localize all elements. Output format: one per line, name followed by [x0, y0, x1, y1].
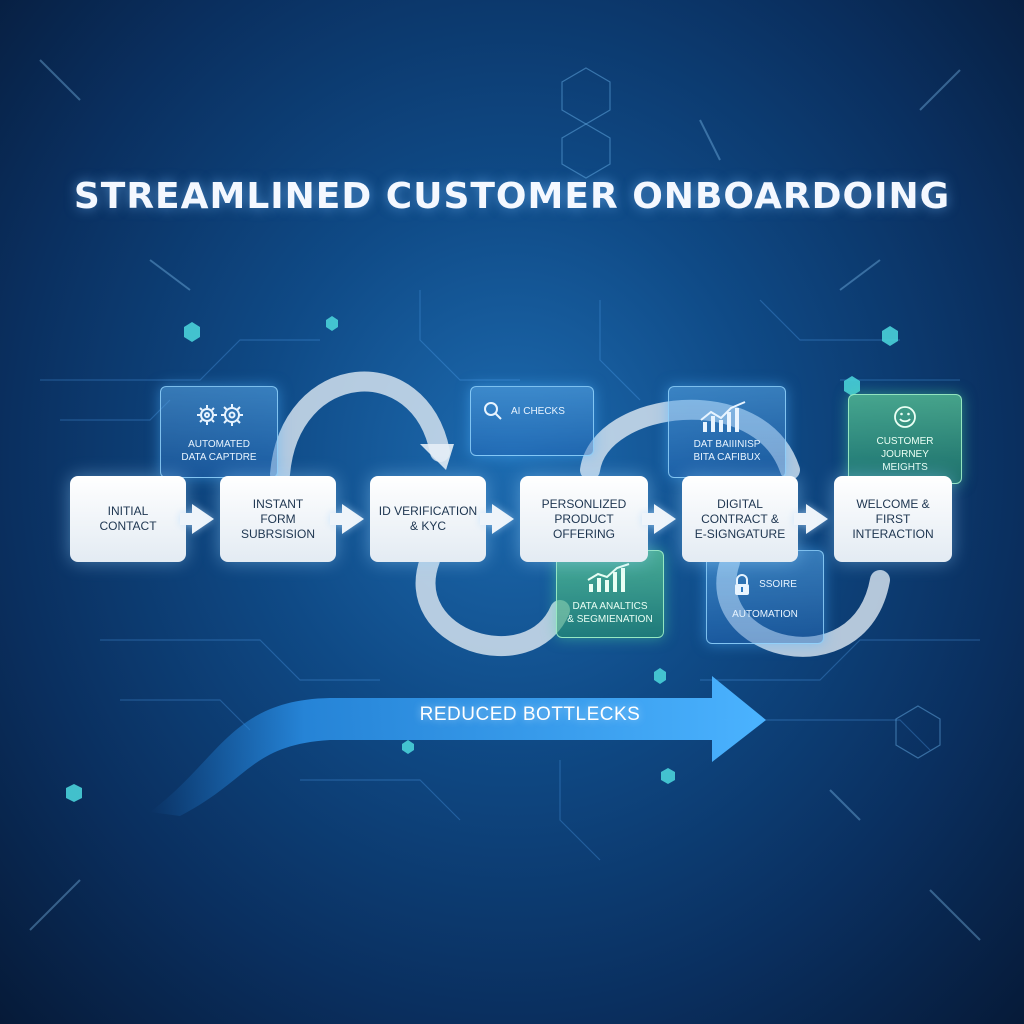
- data-analytics-label: DATA ANALTICS & SEGMIENATION: [567, 601, 653, 625]
- secure-automation-panel: SSOIRE AUTOMATION: [706, 550, 824, 644]
- flow-arrow: [330, 504, 364, 534]
- automated-data-capture-panel: AUTOMATED DATA CAPTDRE: [160, 386, 278, 478]
- magnifier-icon: [483, 401, 503, 421]
- bar-chart-icon: [585, 562, 635, 594]
- step-label: PERSONLIZED PRODUCT OFFERING: [541, 496, 627, 541]
- flow-arrow: [480, 504, 514, 534]
- flow-arrow: [794, 504, 828, 534]
- step-label: DIGITAL CONTRACT & E-SIGNGATURE: [694, 496, 786, 541]
- data-business-panel: DAT BAIIINISP BITA CAFIBUX: [668, 386, 786, 478]
- page-title: STREAMLINED CUSTOMER ONBOARDOING: [73, 176, 951, 217]
- step-label: INSTANT FORM SUBRSISION: [240, 496, 315, 541]
- step-label: INITIAL CONTACT: [99, 504, 157, 533]
- ai-checks-panel: AI CHECKS: [470, 386, 594, 456]
- step-initial-contact: INITIAL CONTACT: [70, 476, 186, 562]
- flow-arrow: [180, 504, 214, 534]
- data-analytics-panel: DATA ANALTICS & SEGMIENATION: [556, 550, 664, 638]
- step-id-verification: ID VERIFICATION & KYC: [370, 476, 486, 562]
- data-business-label: DAT BAIIINISP BITA CAFIBUX: [693, 439, 761, 463]
- customer-journey-panel: CUSTOMER JOURNEY MEIGHTS: [848, 394, 962, 484]
- step-label: WELCOME & FIRST INTERACTION: [852, 496, 934, 541]
- bar-chart-icon: [697, 400, 757, 434]
- automation-label: AUTOMATION: [732, 608, 798, 620]
- secure-label: SSOIRE: [759, 579, 797, 590]
- gears-icon: [189, 400, 249, 430]
- lock-icon: [733, 573, 751, 596]
- smiley-icon: [893, 405, 917, 429]
- customer-journey-label: CUSTOMER JOURNEY MEIGHTS: [876, 435, 934, 473]
- automated-data-capture-label: AUTOMATED DATA CAPTDRE: [181, 439, 257, 463]
- step-product-offering: PERSONLIZED PRODUCT OFFERING: [520, 476, 648, 562]
- flow-arrow: [642, 504, 676, 534]
- reduced-bottlenecks-banner: REDUCED BOTTLECKS: [419, 704, 641, 725]
- step-digital-contract: DIGITAL CONTRACT & E-SIGNGATURE: [682, 476, 798, 562]
- step-form-submission: INSTANT FORM SUBRSISION: [220, 476, 336, 562]
- step-welcome: WELCOME & FIRST INTERACTION: [834, 476, 952, 562]
- ai-checks-label: AI CHECKS: [511, 406, 565, 417]
- step-label: ID VERIFICATION & KYC: [378, 504, 478, 533]
